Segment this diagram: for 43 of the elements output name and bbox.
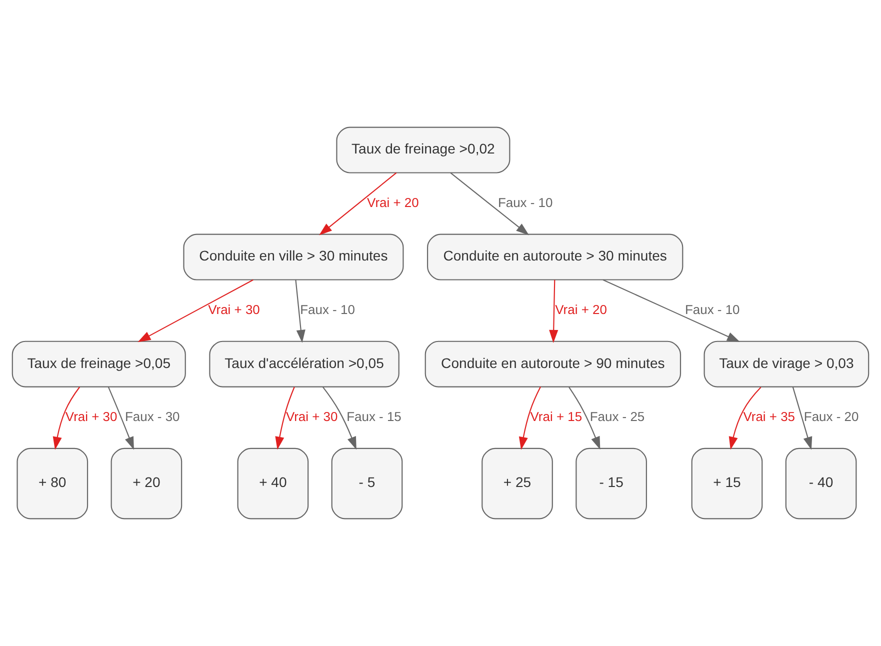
arrow [549,280,558,343]
node-box: Taux de virage > 0,03 [704,340,870,388]
node-box: - 40 [785,448,857,520]
arrow [450,172,530,236]
arrow [792,386,812,450]
edge-label: Faux - 30 [124,408,180,424]
arrow [108,386,134,450]
node-box: + 15 [691,448,763,520]
arrow [728,386,762,450]
node-box: Conduite en ville > 30 minutes [183,234,404,280]
edge-label: Vrai + 30 [208,302,260,317]
node-box: Taux de freinage >0,05 [12,340,186,388]
arrow [518,386,542,450]
node-box: + 20 [110,448,182,520]
edge-label: Vrai + 30 [286,408,338,424]
arrow [602,279,740,342]
edge-label: Vrai + 15 [530,408,582,424]
arrow [568,386,600,450]
edge-label: Faux - 15 [346,408,402,424]
arrow [275,386,295,450]
node-box: Taux d'accélération >0,05 [209,340,400,388]
node-box: + 25 [482,448,553,520]
arrow [319,172,397,236]
node-box: + 80 [16,448,88,520]
edge-label: Vrai + 20 [555,302,607,317]
edge-label: Faux - 10 [684,302,740,317]
node-box: - 5 [331,448,403,520]
edge-label: Vrai + 30 [65,408,118,424]
edge-label: Faux - 20 [804,408,859,424]
arrow [295,280,306,343]
edge-label: Faux - 10 [498,194,553,210]
edge-label: Vrai + 35 [743,408,796,424]
arrow [322,386,356,450]
node-box: - 15 [576,448,647,520]
arrow [138,279,254,342]
node-box: Conduite en autoroute > 90 minutes [424,340,682,388]
node-box: Conduite en autoroute > 30 minutes [426,234,684,280]
edge-label: Faux - 25 [590,408,645,424]
edge-label: Vrai + 20 [367,194,419,210]
node-box: Taux de freinage >0,02 [336,126,510,174]
arrow [52,386,80,450]
edge-label: Faux - 10 [300,302,355,317]
node-box: + 40 [237,448,309,520]
